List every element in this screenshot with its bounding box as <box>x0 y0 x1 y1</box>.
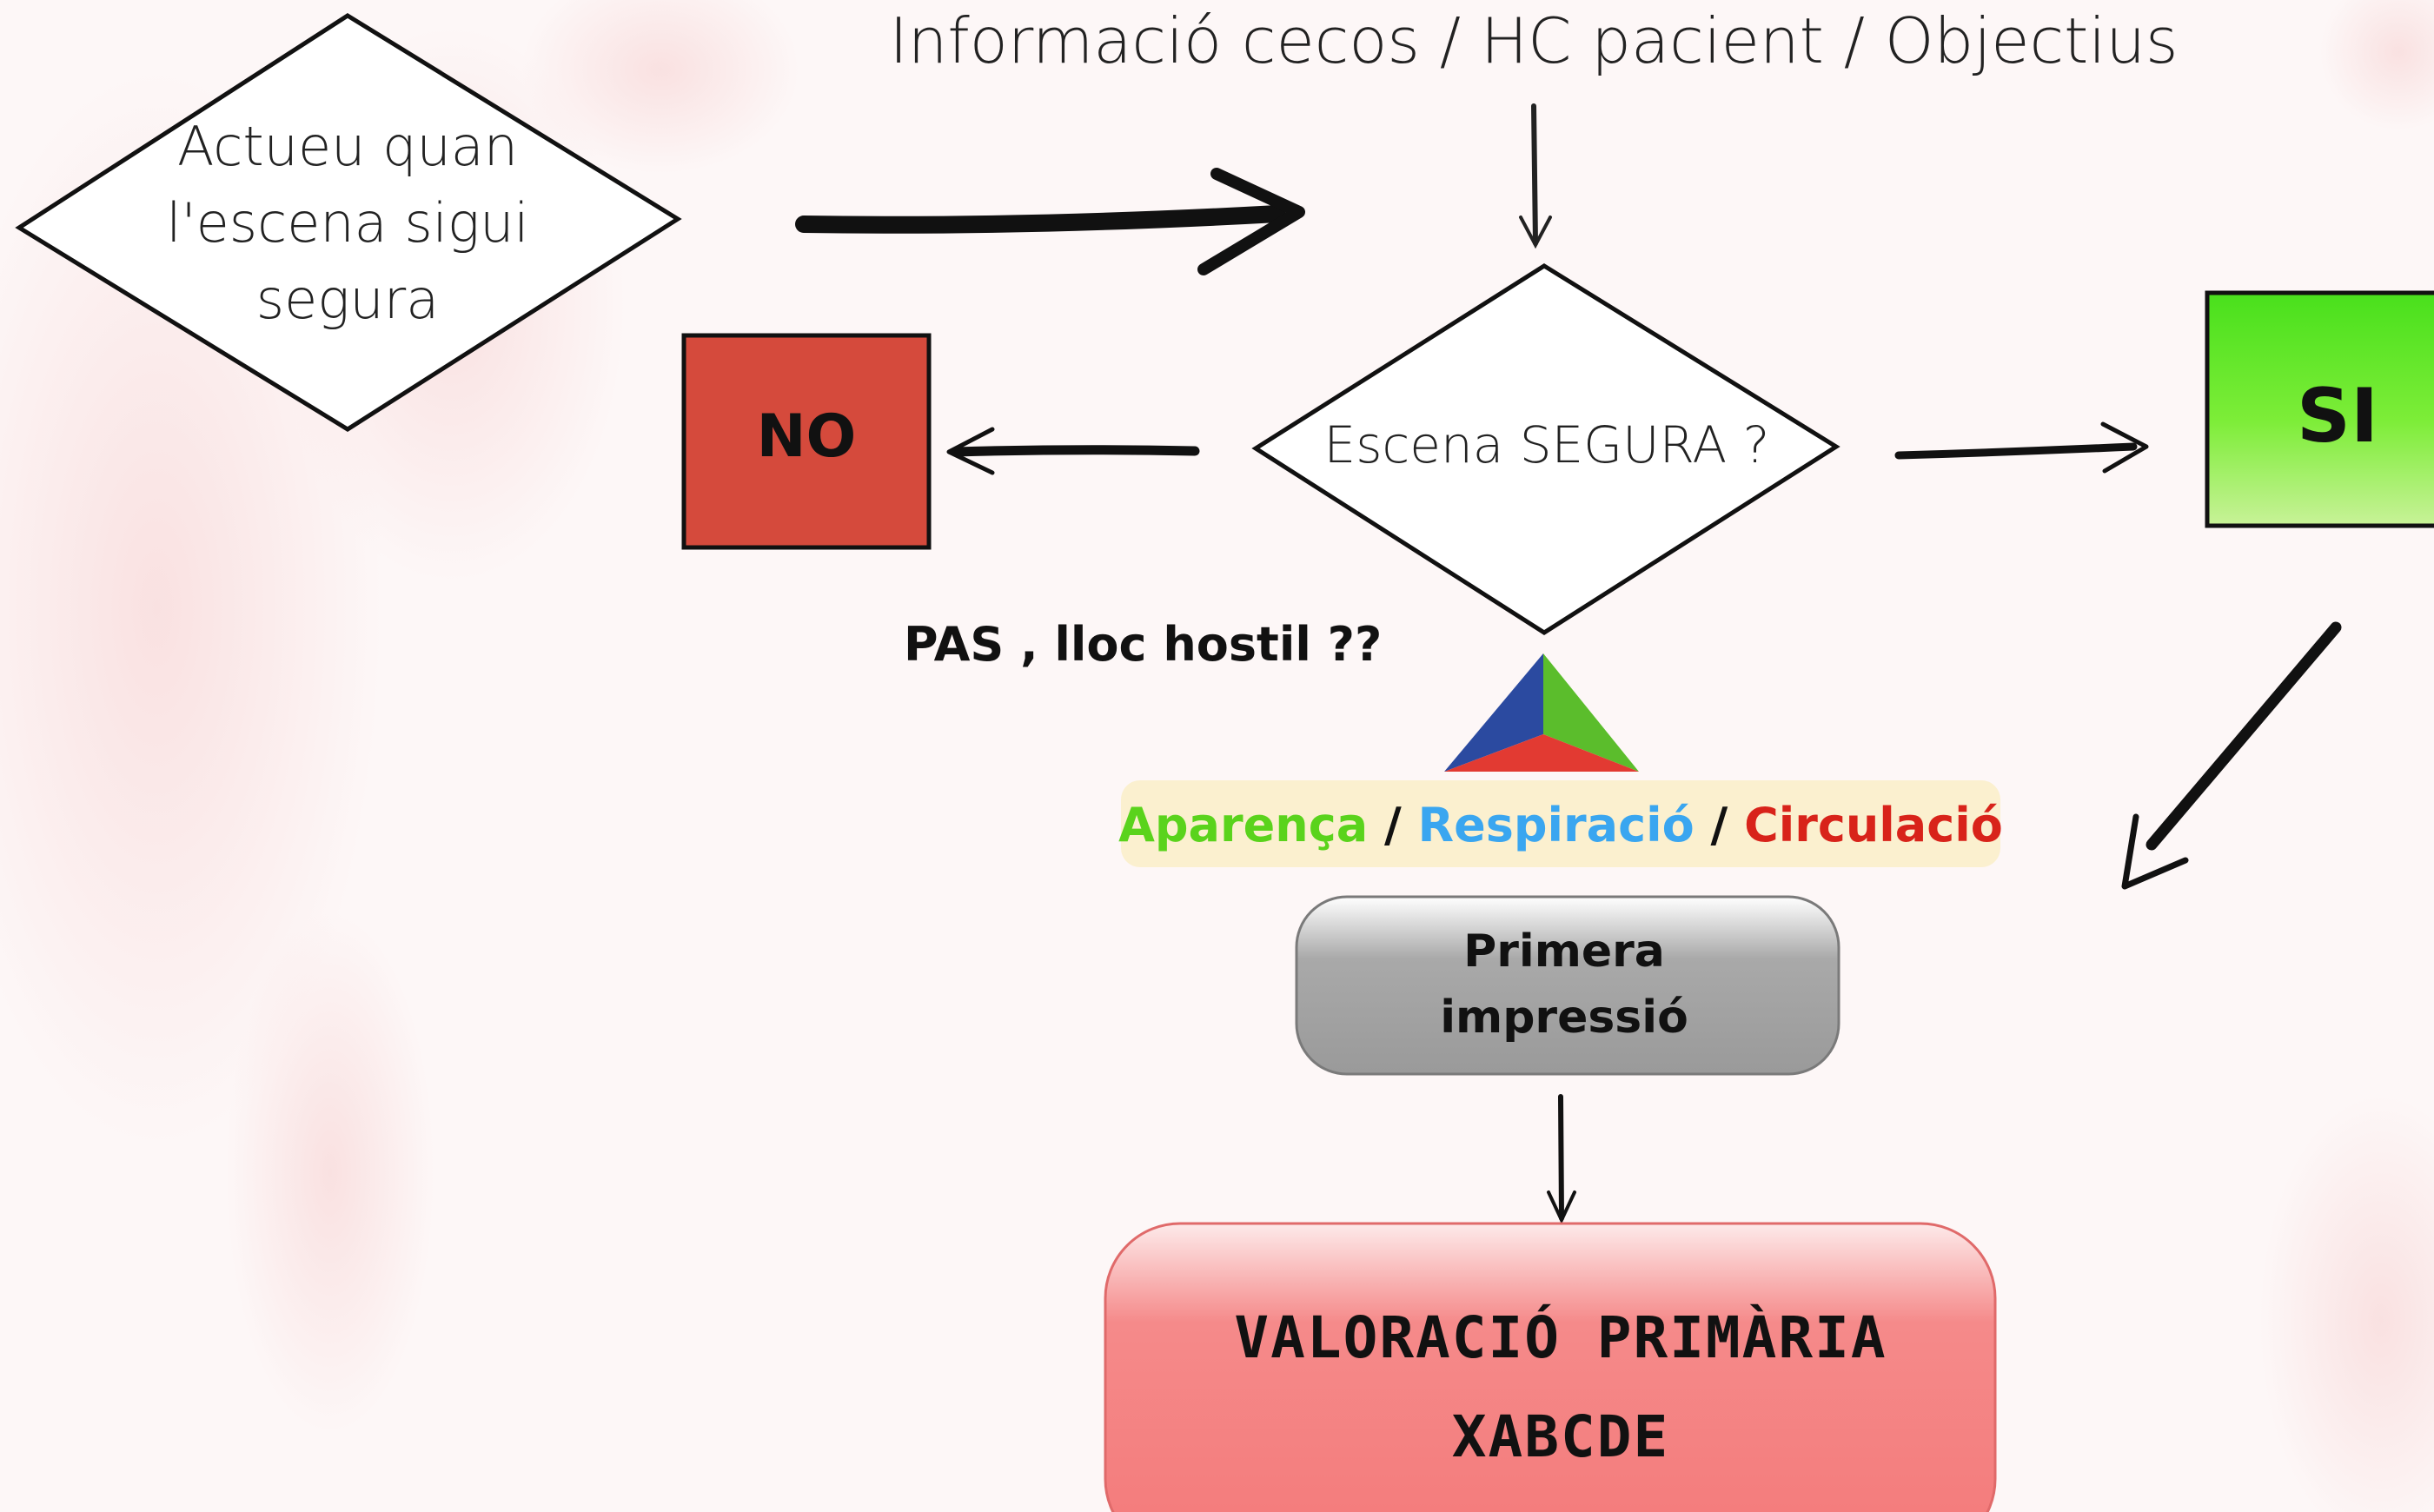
label-respiration: Respiració <box>1418 798 1695 852</box>
triangle-labels-text: Aparença / Respiració / Circulació <box>1118 798 2003 852</box>
no-box-bg <box>681 333 932 550</box>
si-box-bg <box>2205 290 2434 528</box>
left-decision-line-1: Actueu quan <box>177 115 518 178</box>
no-box: NO <box>681 333 932 550</box>
arrow-si-to-assessment <box>2121 621 2342 890</box>
label-appearance: Aparença <box>1118 798 1368 852</box>
first-impression-box: Primera impressió <box>1295 895 1840 1076</box>
label-separator-1-slash: / <box>1384 798 1402 852</box>
arrow-decision-to-no <box>946 427 1200 475</box>
arrow-left-diamond-to-center <box>795 168 1305 275</box>
main-decision-diamond: Escena SEGURA ? <box>1251 263 1840 635</box>
si-box-text: SI <box>2297 373 2378 460</box>
hostile-note: PAS , lloc hostil ?? <box>904 617 1382 672</box>
primary-assessment-line-2: XABCDE <box>1452 1403 1669 1470</box>
top-info-text: Informació cecos / HC pacient / Objectiu… <box>890 4 2179 77</box>
first-impression-line-1: Primera <box>1463 925 1665 978</box>
pediatric-triangle-icon <box>1444 653 1639 772</box>
first-impression-line-2: impressió <box>1440 991 1688 1044</box>
left-decision-diamond: Actueu quan l'escena sigui segura <box>15 13 682 432</box>
label-separator-2-slash: / <box>1711 798 1728 852</box>
primary-assessment-box: VALORACIÓ PRIMÀRIA XABCDE <box>1104 1222 1997 1512</box>
label-circulation: Circulació <box>1744 798 2003 852</box>
primary-assessment-bg <box>1104 1222 1997 1512</box>
primary-assessment-line-1: VALORACIÓ PRIMÀRIA <box>1234 1303 1887 1371</box>
arrow-info-to-decision <box>1519 103 1552 249</box>
triangle-labels-pill-bg <box>1121 780 2000 867</box>
si-box: SI <box>2205 290 2434 528</box>
arrow-decision-to-si <box>1894 421 2149 474</box>
no-box-text: NO <box>757 402 857 471</box>
triangle-labels-pill: Aparença / Respiració / Circulació <box>1118 780 2003 867</box>
left-decision-line-3: segura <box>256 268 439 331</box>
left-decision-line-2: l'escena sigui <box>166 191 528 255</box>
main-decision-text: Escena SEGURA ? <box>1324 415 1770 474</box>
arrow-impression-to-assessment <box>1547 1094 1576 1224</box>
first-impression-bg <box>1295 895 1840 1076</box>
